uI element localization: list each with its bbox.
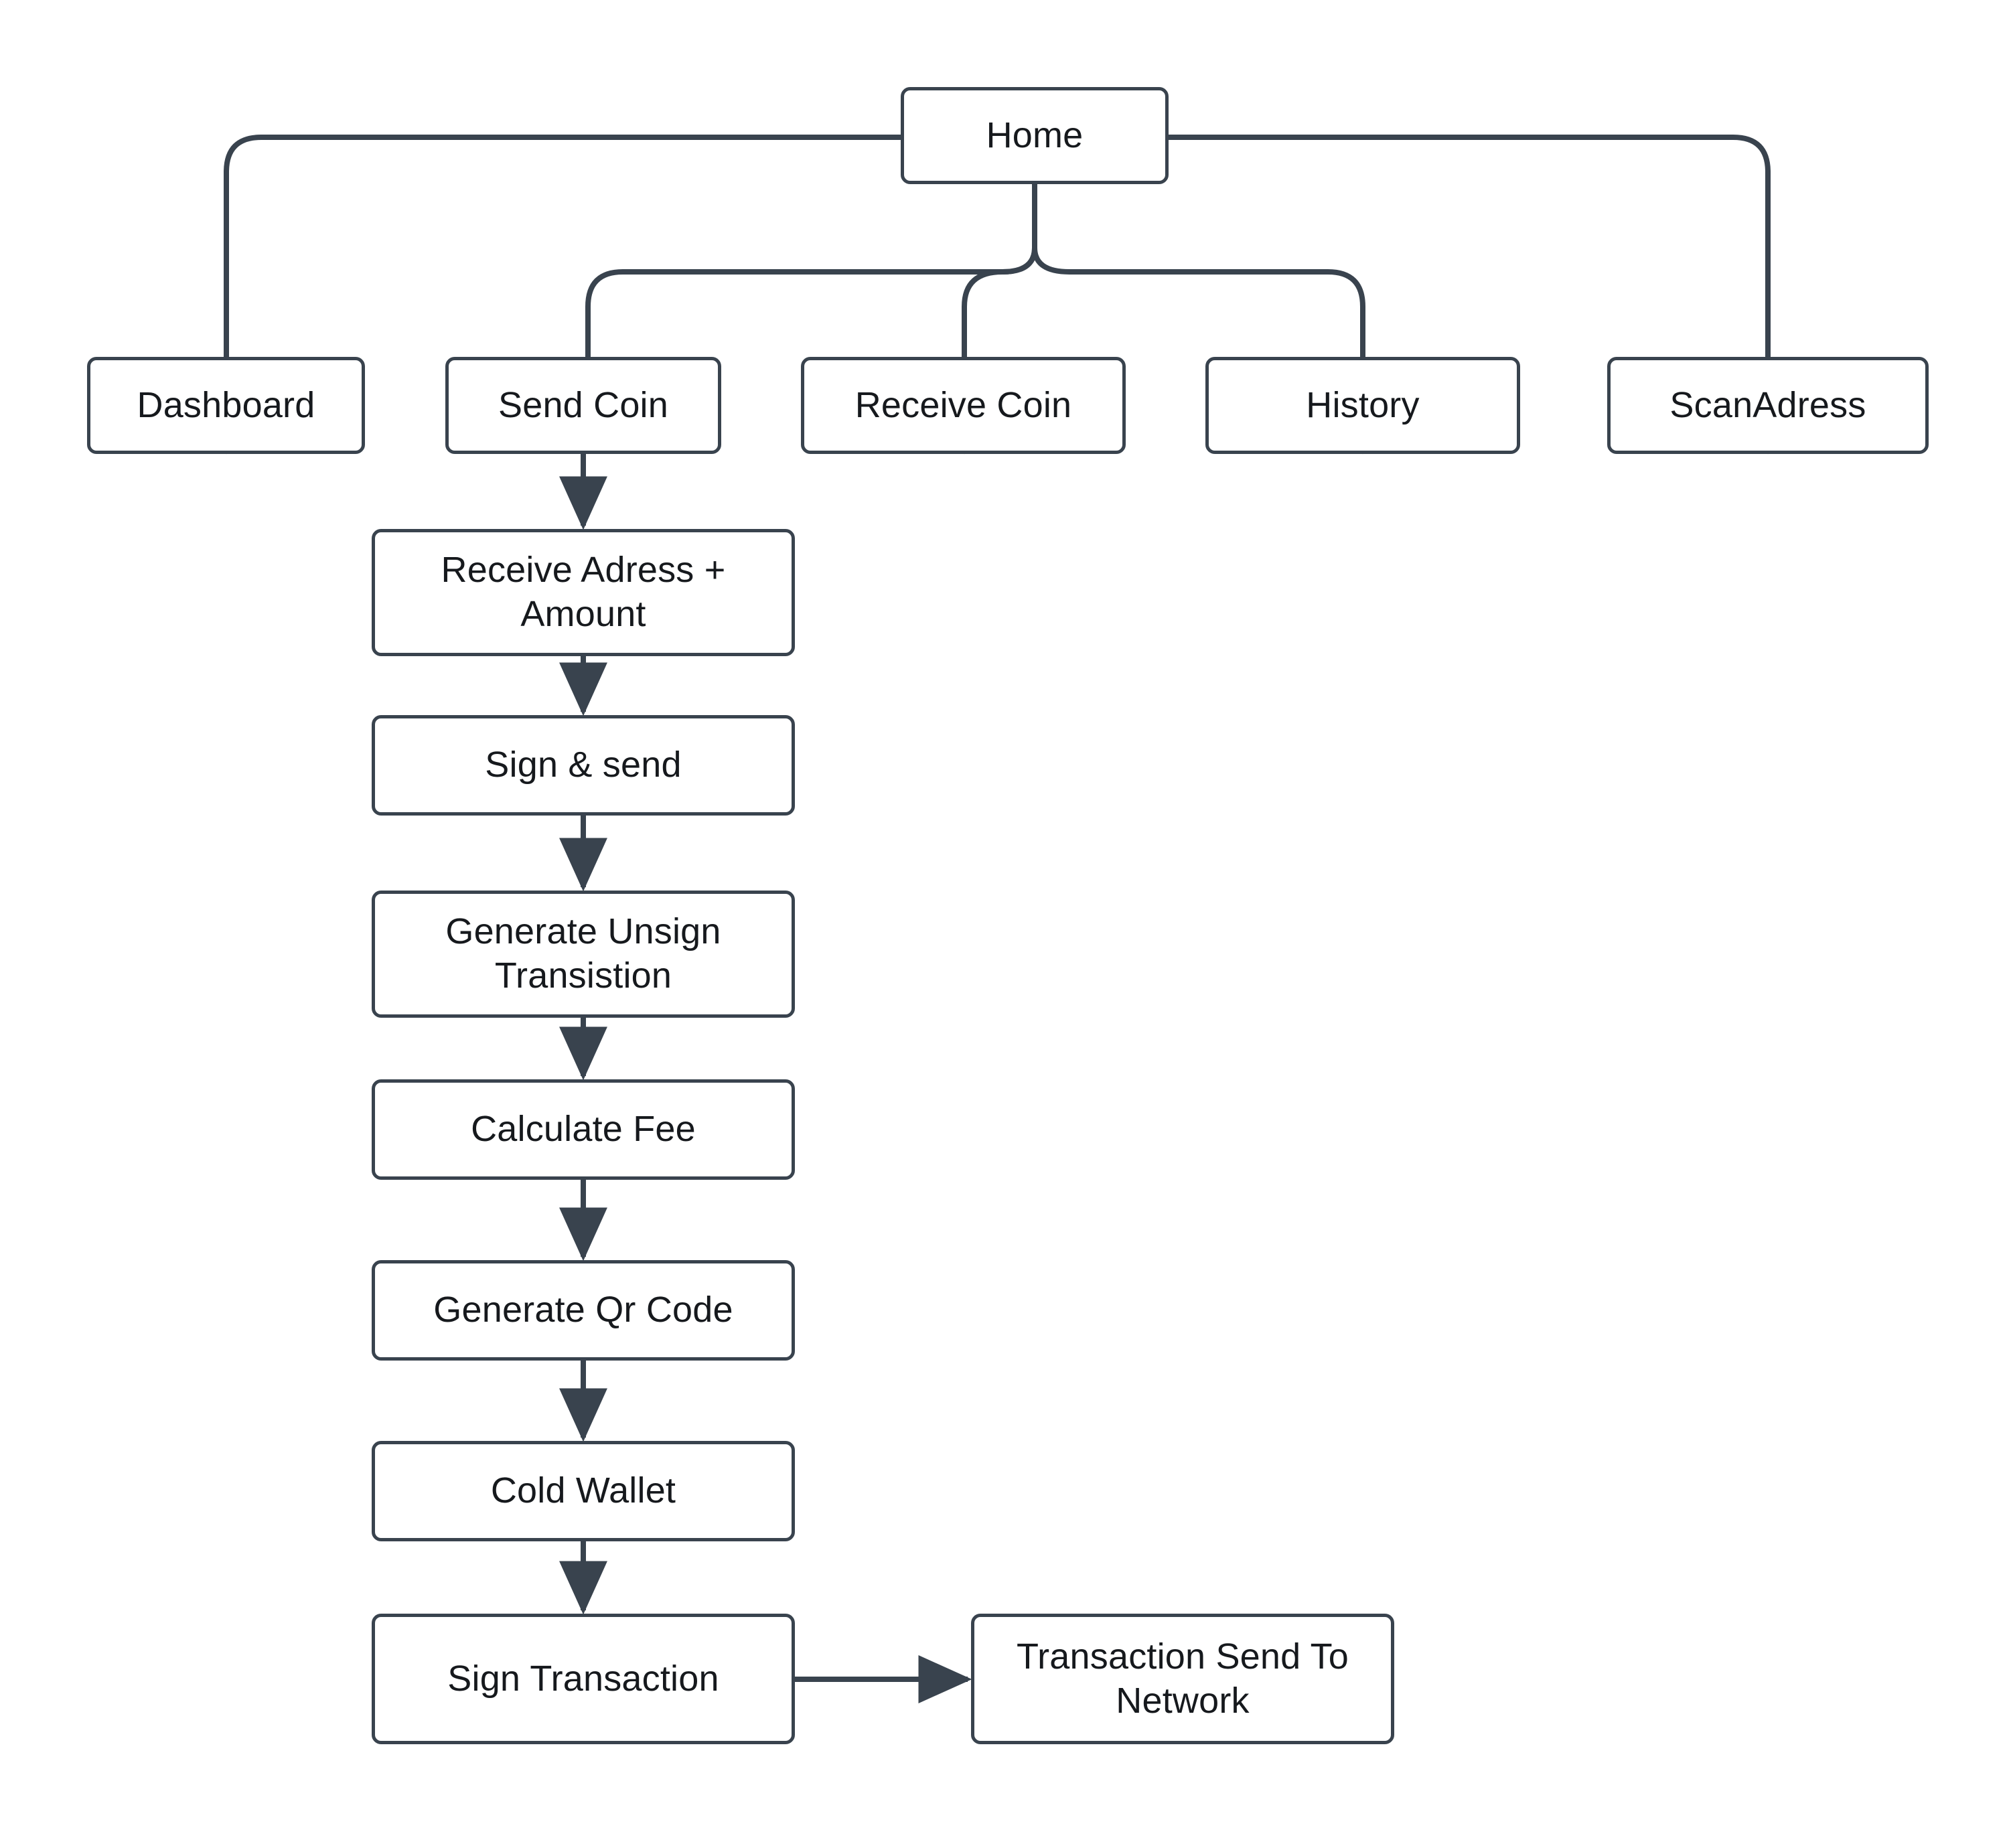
- node-sign-transaction-label: Sign Transaction: [447, 1658, 719, 1699]
- node-scan-adress-label: ScanAdress: [1669, 384, 1866, 425]
- node-receive-adress-amount[interactable]: Receive Adress + Amount: [372, 529, 795, 656]
- node-send-coin-label: Send Coin: [498, 384, 668, 425]
- node-sign-transaction[interactable]: Sign Transaction: [372, 1614, 795, 1744]
- node-generate-qr-code-label: Generate Qr Code: [433, 1290, 733, 1330]
- node-generate-unsign-transistion[interactable]: Generate Unsign Transistion: [372, 891, 795, 1018]
- node-dashboard-label: Dashboard: [137, 384, 315, 425]
- node-generate-qr-code[interactable]: Generate Qr Code: [372, 1260, 795, 1361]
- node-send-coin[interactable]: Send Coin: [445, 357, 721, 454]
- node-history[interactable]: History: [1205, 357, 1520, 454]
- node-calculate-fee-label: Calculate Fee: [471, 1109, 696, 1150]
- node-receive-coin[interactable]: Receive Coin: [801, 357, 1126, 454]
- node-calculate-fee[interactable]: Calculate Fee: [372, 1079, 795, 1180]
- node-receive-coin-label: Receive Coin: [854, 384, 1072, 425]
- node-home-label: Home: [986, 114, 1084, 155]
- node-history-label: History: [1306, 384, 1420, 425]
- node-dashboard[interactable]: Dashboard: [87, 357, 365, 454]
- node-home[interactable]: Home: [901, 87, 1169, 184]
- node-cold-wallet[interactable]: Cold Wallet: [372, 1441, 795, 1541]
- node-transaction-send-to-network[interactable]: Transaction Send To Network: [971, 1614, 1394, 1744]
- node-transaction-send-to-network-label: Transaction Send To Network: [1016, 1636, 1349, 1721]
- node-sign-and-send[interactable]: Sign & send: [372, 715, 795, 816]
- node-generate-unsign-transistion-label: Generate Unsign Transistion: [445, 911, 721, 996]
- node-receive-adress-amount-label: Receive Adress + Amount: [441, 550, 726, 634]
- node-cold-wallet-label: Cold Wallet: [490, 1470, 676, 1511]
- node-scan-adress[interactable]: ScanAdress: [1607, 357, 1929, 454]
- node-sign-and-send-label: Sign & send: [485, 745, 682, 785]
